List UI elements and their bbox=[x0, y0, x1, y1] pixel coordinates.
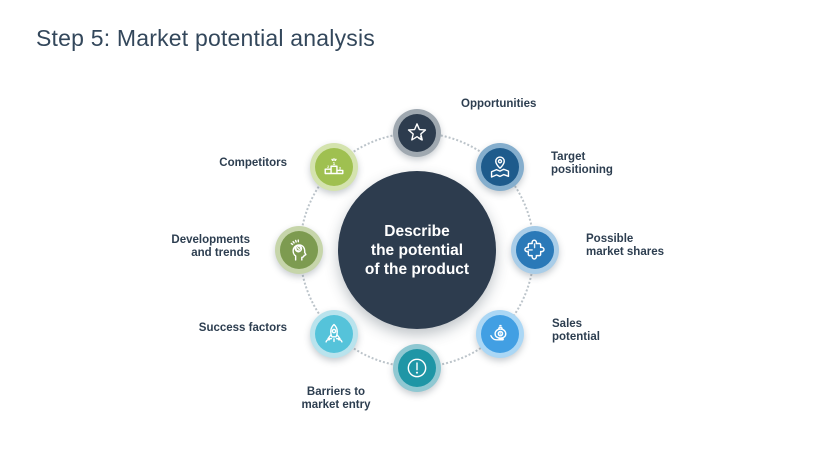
node-developments-and-trends bbox=[275, 226, 323, 274]
hub-circle: Describe the potential of the product bbox=[338, 171, 496, 329]
node-developments-and-trends-inner bbox=[280, 231, 318, 269]
star-icon bbox=[407, 123, 427, 141]
svg-text:3: 3 bbox=[339, 166, 341, 170]
head-idea-icon bbox=[290, 239, 307, 261]
hub-text: Describe the potential of the product bbox=[364, 222, 470, 278]
label-sales-potential: Sales potential bbox=[552, 318, 600, 343]
podium-icon: 1 2 3 bbox=[324, 158, 344, 175]
node-opportunities bbox=[393, 109, 441, 157]
label-opportunities: Opportunities bbox=[461, 98, 537, 110]
map-pin-icon bbox=[490, 156, 510, 178]
node-barriers-to-market-entry bbox=[393, 344, 441, 392]
hand-purse-icon: $ bbox=[490, 324, 507, 341]
node-success-factors bbox=[310, 310, 358, 358]
node-possible-market-shares bbox=[511, 226, 559, 274]
node-competitors: 1 2 3 bbox=[310, 143, 358, 191]
node-possible-market-shares-inner bbox=[516, 231, 554, 269]
rocket-icon bbox=[325, 323, 343, 343]
node-sales-potential-inner: $ bbox=[481, 315, 519, 353]
label-success-factors: Success factors bbox=[198, 322, 287, 334]
exclamation-icon bbox=[407, 358, 427, 378]
slide-title: Step 5: Market potential analysis bbox=[36, 25, 375, 51]
node-target-positioning bbox=[476, 143, 524, 191]
node-sales-potential: $ bbox=[476, 310, 524, 358]
node-success-factors-inner bbox=[315, 315, 353, 353]
label-barriers-to-market-entry: Barriers to market entry bbox=[301, 386, 371, 411]
puzzle-icon bbox=[524, 239, 545, 260]
label-target-positioning: Target positioning bbox=[551, 151, 613, 176]
svg-text:1: 1 bbox=[333, 161, 336, 167]
node-opportunities-inner bbox=[398, 114, 436, 152]
label-possible-market-shares: Possible market shares bbox=[586, 233, 664, 258]
node-target-positioning-inner bbox=[481, 148, 519, 186]
node-competitors-inner: 1 2 3 bbox=[315, 148, 353, 186]
node-barriers-to-market-entry-inner bbox=[398, 349, 436, 387]
label-competitors: Competitors bbox=[219, 157, 287, 169]
svg-text:2: 2 bbox=[327, 165, 329, 169]
svg-text:$: $ bbox=[499, 331, 502, 336]
label-developments-and-trends: Developments and trends bbox=[171, 234, 250, 259]
